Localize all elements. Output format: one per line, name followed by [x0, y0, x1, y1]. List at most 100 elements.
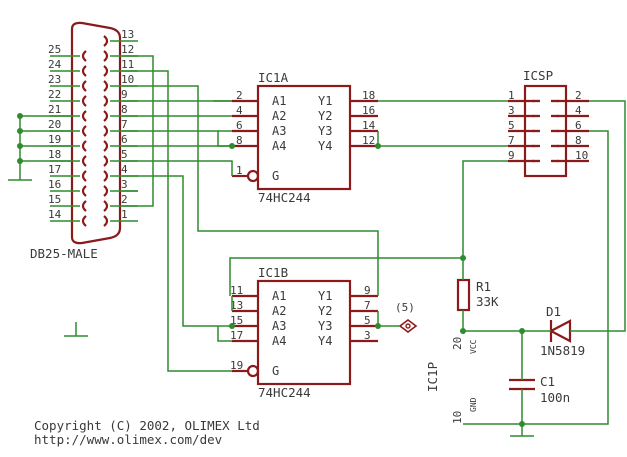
ic1b-pin-9: 9: [364, 284, 371, 297]
icsp-pin-1: 1: [508, 89, 515, 102]
ic1b-part: 74HC244: [258, 385, 311, 400]
c1-value: 100n: [540, 390, 570, 405]
ic1a-pin-12: 12: [362, 134, 375, 147]
db25-pin-5: 5: [121, 148, 128, 161]
db25-label: DB25-MALE: [30, 246, 98, 261]
db25-pin-13: 13: [121, 28, 134, 41]
ic1a-a2: A2: [272, 109, 286, 123]
ic1p-vcc-pin: 20: [451, 337, 464, 350]
ic1b-y3: Y3: [318, 319, 332, 333]
db25-contact-3: [103, 185, 109, 197]
db25-pin-12: 12: [121, 43, 134, 56]
ic1b-a1: A1: [272, 289, 286, 303]
ic1b-a4: A4: [272, 334, 286, 348]
db25-contact-10: [103, 80, 109, 92]
db25-pin-25: 25: [48, 43, 61, 56]
ic1a-a3: A3: [272, 124, 286, 138]
ic1b-pin-3: 3: [364, 329, 371, 342]
db25-contact-14: [81, 215, 87, 227]
db25-contact-4: [103, 170, 109, 182]
db25-contact-18: [81, 155, 87, 167]
ic1p-vcc-label: VCC: [469, 339, 478, 354]
db25-pin-19: 19: [48, 133, 61, 146]
ic1p-gnd-pin: 10: [451, 411, 464, 424]
junctions: [17, 113, 525, 427]
copyright-text: Copyright (C) 2002, OLIMEX Ltd: [34, 418, 260, 433]
ic1a-pin-16: 16: [362, 104, 375, 117]
ic1a-pin-6: 6: [236, 119, 243, 132]
ic1a-a1: A1: [272, 94, 286, 108]
db25-contact-12: [103, 50, 109, 62]
c1-name: C1: [540, 374, 555, 389]
ic1b-pin-7: 7: [364, 299, 371, 312]
db25-pin-4: 4: [121, 163, 128, 176]
db25-contact-25: [81, 50, 87, 62]
ic1a-a4: A4: [272, 139, 286, 153]
db25-pin-3: 3: [121, 178, 128, 191]
ic1a-y4: Y4: [318, 139, 332, 153]
db25-contact-5: [103, 155, 109, 167]
ic1a-pin-2: 2: [236, 89, 243, 102]
db25-contact-8: [103, 110, 109, 122]
db25-contact-22: [81, 95, 87, 107]
diode-d1: [548, 319, 572, 343]
ic1b-a2: A2: [272, 304, 286, 318]
icsp-pin-7: 7: [508, 134, 515, 147]
ic1a-part: 74HC244: [258, 190, 311, 205]
icsp-pin-8: 8: [575, 134, 582, 147]
ic1a-pin-8: 8: [236, 134, 243, 147]
ic1b-y4: Y4: [318, 334, 332, 348]
db25-contact-7: [103, 125, 109, 137]
icsp-header: [508, 84, 589, 178]
ic1b-pin-17: 17: [230, 329, 243, 342]
db25-pin-17: 17: [48, 163, 61, 176]
icsp-pin-2: 2: [575, 89, 582, 102]
r1-value: 33K: [476, 294, 499, 309]
ic1a-pin-18: 18: [362, 89, 375, 102]
ic1b-g: G: [272, 364, 279, 378]
ic1p-gnd-label: GND: [469, 397, 478, 412]
ic1b-buffer: [232, 279, 378, 386]
ic1a-g: G: [272, 169, 279, 183]
url-text: http://www.olimex.com/dev: [34, 432, 222, 447]
ic1a-y2: Y2: [318, 109, 332, 123]
icsp-pin-6: 6: [575, 119, 582, 132]
db25-pin-7: 7: [121, 118, 128, 131]
icsp-pin-4: 4: [575, 104, 582, 117]
ic1a-y1: Y1: [318, 94, 332, 108]
ic1b-name: IC1B: [258, 265, 288, 280]
db25-pin-14: 14: [48, 208, 62, 221]
db25-contact-15: [81, 200, 87, 212]
db25-pin-24: 24: [48, 58, 62, 71]
db25-pin-1: 1: [121, 208, 128, 221]
ic1a-pin-14: 14: [362, 119, 376, 132]
ic1a-pin-4: 4: [236, 104, 243, 117]
db25-contact-1: [103, 215, 109, 227]
db25-contact-20: [81, 125, 87, 137]
db25-pin-20: 20: [48, 118, 61, 131]
ic1b-pin-5: 5: [364, 314, 371, 327]
db25-pin-22: 22: [48, 88, 61, 101]
db25-pin-11: 11: [121, 58, 134, 71]
capacitor-c1: [509, 378, 535, 391]
d1-value: 1N5819: [540, 343, 585, 358]
db25-pin-16: 16: [48, 178, 61, 191]
db25-contact-13: [103, 35, 109, 47]
db25-contact-21: [81, 110, 87, 122]
d1-name: D1: [546, 304, 561, 319]
ic1b-y1: Y1: [318, 289, 332, 303]
wires: [8, 55, 626, 437]
db25-contact-6: [103, 140, 109, 152]
ic1p-name: IC1P: [425, 362, 440, 392]
probe-point: [398, 319, 418, 333]
db25-contact-23: [81, 80, 87, 92]
db25-pin-18: 18: [48, 148, 61, 161]
ic1a-pin-1: 1: [236, 164, 243, 177]
icsp-name: ICSP: [523, 68, 553, 83]
ic1b-pin-19: 19: [230, 359, 243, 372]
db25-pin-8: 8: [121, 103, 128, 116]
ic1a-buffer: [232, 84, 378, 191]
db25-pin-9: 9: [121, 88, 128, 101]
